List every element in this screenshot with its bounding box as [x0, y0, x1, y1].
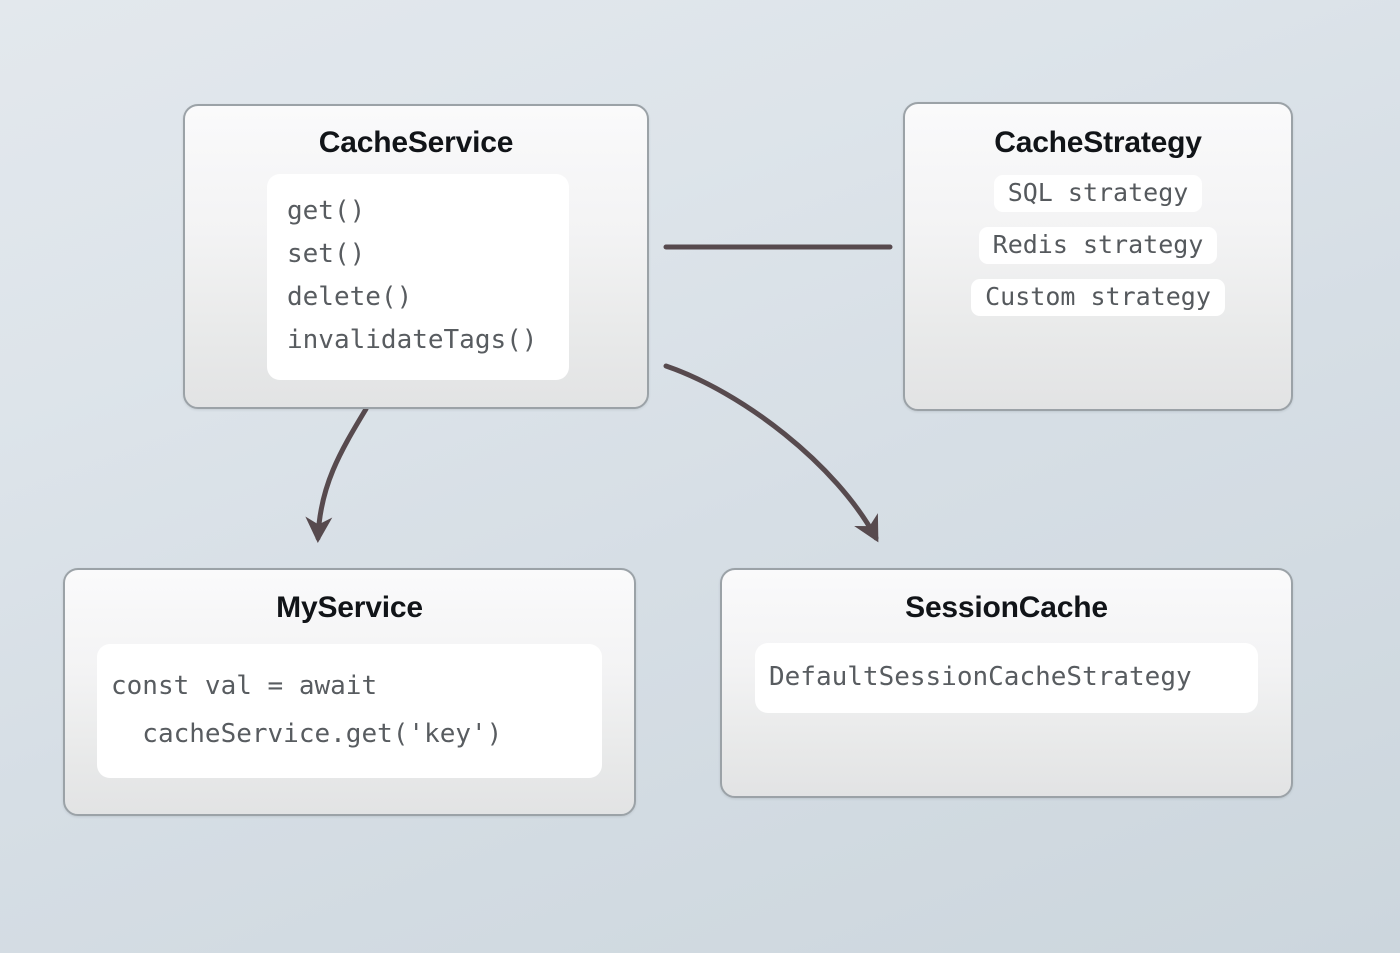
code-line: DefaultSessionCacheStrategy	[769, 662, 1192, 692]
method-item: set()	[287, 239, 366, 269]
my-service-code-snippet: const val = await cacheService.get('key'…	[97, 644, 602, 778]
node-title-cache-strategy: CacheStrategy	[994, 126, 1202, 159]
node-cache-strategy[interactable]: CacheStrategy SQL strategy Redis strateg…	[903, 102, 1293, 411]
method-item: delete()	[287, 282, 413, 312]
node-title-my-service: MyService	[276, 591, 423, 624]
node-title-cache-service: CacheService	[318, 126, 514, 159]
cache-strategy-chip-list: SQL strategy Redis strategy Custom strat…	[971, 175, 1225, 316]
connector-cache-service-session-cache	[663, 363, 879, 543]
node-session-cache[interactable]: SessionCache DefaultSessionCacheStrategy	[720, 568, 1293, 798]
node-my-service[interactable]: MyService const val = await cacheService…	[63, 568, 636, 816]
code-line: cacheService.get('key')	[111, 719, 503, 749]
strategy-chip-sql[interactable]: SQL strategy	[993, 175, 1203, 212]
strategy-chip-custom[interactable]: Custom strategy	[971, 279, 1225, 316]
strategy-chip-redis[interactable]: Redis strategy	[978, 227, 1218, 264]
code-line: const val = await	[111, 671, 378, 701]
method-item: get()	[287, 196, 366, 226]
node-cache-service[interactable]: CacheService get() set() delete() invali…	[183, 104, 649, 409]
node-title-session-cache: SessionCache	[905, 591, 1108, 624]
connector-cache-service-my-service	[305, 406, 369, 543]
session-cache-strategy-panel: DefaultSessionCacheStrategy	[755, 643, 1258, 713]
method-item: invalidateTags()	[287, 325, 538, 355]
cache-service-method-list: get() set() delete() invalidateTags()	[267, 174, 569, 380]
